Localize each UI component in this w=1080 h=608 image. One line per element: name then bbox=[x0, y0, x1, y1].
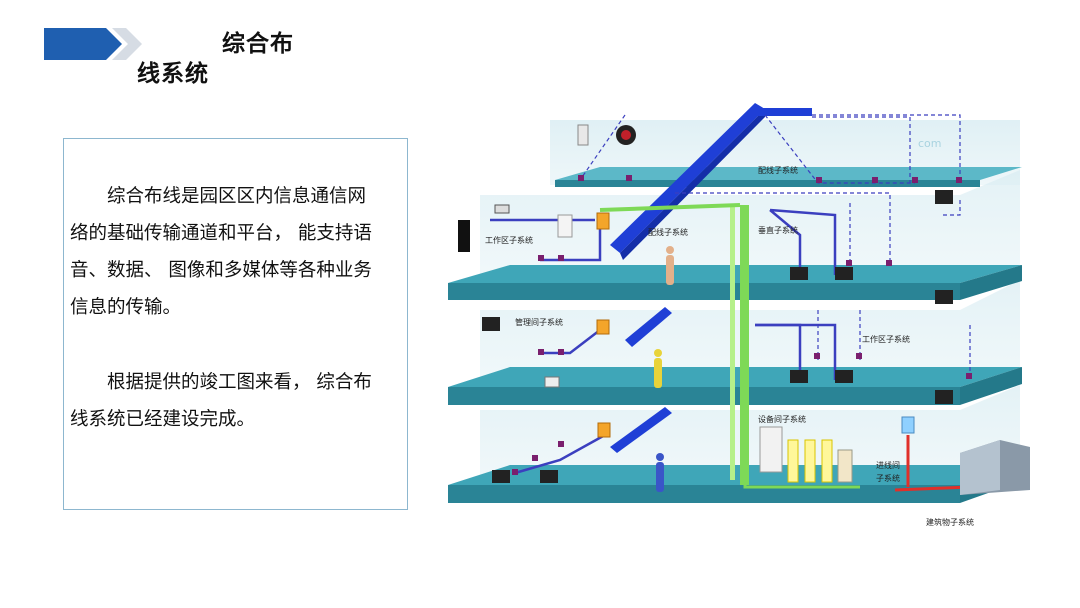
intro-line-1: 综合布线是园区区内信息通信网 bbox=[107, 186, 367, 207]
label-guanlijian: 管理间子系统 bbox=[515, 317, 563, 327]
monitor-icon bbox=[482, 190, 953, 483]
patch-panel-icon bbox=[596, 212, 611, 438]
page-title-line1: 综合布 bbox=[222, 31, 294, 57]
cabling-system-diagram: 配线子系统 工作区子系统 配线子系统 垂直子系统 管理间子系统 工作区子系统 设… bbox=[448, 103, 1030, 527]
page-title-line2: 线系统 bbox=[137, 61, 209, 87]
label-chuizhi: 垂直子系统 bbox=[758, 225, 798, 235]
cctv-camera-icon bbox=[494, 204, 510, 214]
header-arrow-icon bbox=[44, 28, 142, 60]
label-peixian-mid: 配线子系统 bbox=[648, 227, 688, 237]
label-jianzhuwu: 建筑物子系统 bbox=[926, 517, 974, 527]
access-card-reader-icon bbox=[577, 124, 589, 146]
label-jinxianjian-2: 子系统 bbox=[876, 473, 900, 483]
status-line-2: 线系统已经建设完成。 bbox=[70, 409, 256, 430]
person-icon bbox=[654, 246, 674, 492]
intro-line-3: 音、数据、 图像和多媒体等各种业务 bbox=[70, 260, 372, 281]
paragraph-status: 根据提供的竣工图来看， 综合布 线系统已经建设完成。 bbox=[70, 364, 410, 438]
entrance-box-icon bbox=[901, 416, 915, 434]
label-gongzuoqu-right: 工作区子系统 bbox=[862, 334, 910, 344]
outlet-nodes bbox=[512, 175, 972, 475]
status-line-1: 根据提供的竣工图来看， 综合布 bbox=[107, 372, 372, 393]
outdoor-cable bbox=[894, 435, 971, 492]
server-rack-icon bbox=[759, 426, 853, 483]
label-peixian-top: 配线子系统 bbox=[758, 165, 798, 175]
ups-tower-icon bbox=[458, 220, 470, 252]
vertical-riser bbox=[599, 203, 860, 489]
label-gongzuoqu-top: 工作区子系统 bbox=[485, 235, 533, 245]
description-box bbox=[63, 138, 408, 510]
building-image bbox=[960, 440, 1030, 495]
panel-icon bbox=[557, 214, 573, 238]
intro-line-4: 信息的传输。 bbox=[70, 297, 182, 318]
label-shebeijian: 设备间子系统 bbox=[758, 414, 806, 424]
label-jinxianjian-1: 进线间 bbox=[876, 460, 900, 470]
speaker-icon bbox=[616, 125, 636, 145]
intro-line-2: 络的基础传输通道和平台， 能支持语 bbox=[70, 223, 372, 244]
phone-icon bbox=[544, 376, 560, 388]
backbone-duct bbox=[610, 103, 812, 453]
diagram-watermark: com bbox=[918, 137, 942, 150]
paragraph-intro: 综合布线是园区区内信息通信网 络的基础传输通道和平台， 能支持语 音、数据、 图… bbox=[70, 178, 410, 326]
cable-runs bbox=[490, 208, 837, 475]
